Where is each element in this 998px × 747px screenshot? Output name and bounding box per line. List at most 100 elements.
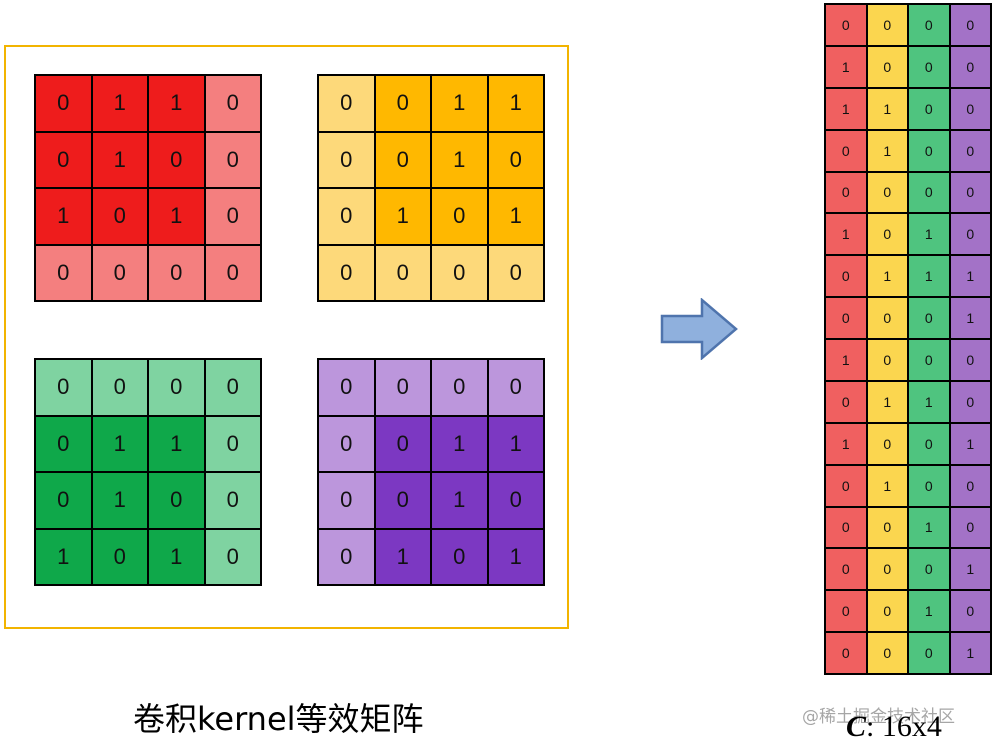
c-matrix-cell: 0	[866, 422, 908, 465]
c-matrix-cell: 0	[908, 171, 950, 214]
kernel-cell: 0	[35, 75, 92, 132]
kernel-cell: 0	[318, 131, 375, 188]
c-matrix-cell: 0	[825, 632, 867, 674]
kernel-cell: 1	[431, 75, 488, 132]
kernel-cell: 1	[431, 472, 488, 529]
c-matrix-cell: 0	[825, 129, 867, 172]
kernel-cell: 0	[148, 472, 205, 529]
kernel-cell: 0	[487, 472, 544, 529]
c-matrix-cell: 0	[949, 464, 991, 507]
c-matrix-cell: 0	[866, 213, 908, 256]
c-matrix-cell: 1	[825, 87, 867, 130]
c-matrix-cell: 0	[908, 464, 950, 507]
kernel-cell: 0	[204, 131, 261, 188]
kernel-cell: 0	[374, 415, 431, 472]
c-matrix-cell: 1	[908, 213, 950, 256]
c-matrix-cell: 0	[949, 380, 991, 423]
c-matrix-cell: 0	[908, 632, 950, 674]
kernel-cell: 1	[35, 188, 92, 245]
kernel-cell: 0	[148, 244, 205, 301]
kernel-cell: 1	[374, 528, 431, 585]
kernel-cell: 0	[318, 75, 375, 132]
kernel-cell: 0	[91, 359, 148, 416]
c-matrix-cell: 1	[866, 464, 908, 507]
c-matrix-cell: 0	[949, 590, 991, 633]
c-matrix-cell: 0	[908, 4, 950, 46]
kernel-cell: 0	[374, 359, 431, 416]
c-matrix-cell: 0	[825, 255, 867, 298]
kernel-cell: 0	[204, 244, 261, 301]
c-matrix-cell: 0	[949, 45, 991, 88]
kernel-cell: 1	[431, 131, 488, 188]
kernel-cell: 0	[374, 131, 431, 188]
watermark: @稀土掘金技术社区	[802, 707, 955, 727]
kernel-cell: 0	[431, 244, 488, 301]
c-matrix-cell: 0	[908, 297, 950, 339]
kernel-cell: 0	[91, 528, 148, 585]
c-matrix-cell: 0	[949, 506, 991, 549]
c-matrix-label: C: 16x4	[846, 710, 942, 744]
c-matrix-cell: 0	[908, 45, 950, 88]
kernel-cell: 0	[431, 359, 488, 416]
c-matrix-cell: 0	[866, 548, 908, 591]
c-matrix-cell: 1	[866, 129, 908, 172]
c-matrix-cell: 0	[825, 464, 867, 507]
kernel-cell: 0	[148, 359, 205, 416]
kernel-cell: 0	[204, 188, 261, 245]
c-matrix-cell: 1	[949, 548, 991, 591]
kernel-cell: 0	[318, 528, 375, 585]
c-matrix-cell: 0	[825, 171, 867, 214]
kernel-cell: 0	[204, 472, 261, 529]
kernel-cell: 0	[431, 188, 488, 245]
kernel-cell: 0	[204, 528, 261, 585]
c-matrix-label-dims: : 16x4	[866, 710, 942, 743]
c-matrix-cell: 0	[908, 548, 950, 591]
kernel-cell: 0	[35, 359, 92, 416]
c-matrix-cell: 0	[866, 590, 908, 633]
kernel-cell: 0	[148, 131, 205, 188]
c-matrix-cell: 1	[825, 213, 867, 256]
kernel-cell: 0	[318, 472, 375, 529]
c-matrix-cell: 0	[825, 548, 867, 591]
c-matrix-cell: 0	[825, 380, 867, 423]
kernel-cell: 1	[148, 188, 205, 245]
c-matrix-cell: 1	[908, 255, 950, 298]
right-arrow-icon	[660, 298, 738, 360]
c-matrix-cell: 1	[866, 255, 908, 298]
c-matrix-cell: 0	[825, 4, 867, 46]
kernel-cell: 1	[148, 75, 205, 132]
kernel-cell: 1	[35, 528, 92, 585]
kernel-cell: 1	[487, 528, 544, 585]
kernel-cell: 0	[374, 244, 431, 301]
c-matrix-cell: 1	[949, 297, 991, 339]
c-matrix-cell: 1	[866, 380, 908, 423]
c-matrix-cell: 0	[866, 45, 908, 88]
kernel-cell: 1	[374, 188, 431, 245]
c-matrix-cell: 1	[825, 45, 867, 88]
kernel-group-frame	[4, 45, 569, 629]
c-matrix-cell: 0	[949, 339, 991, 381]
kernel-cell: 0	[204, 75, 261, 132]
c-matrix-cell: 0	[908, 129, 950, 172]
kernel-cell: 1	[487, 188, 544, 245]
kernel-cell: 0	[487, 244, 544, 301]
c-matrix-cell: 0	[866, 297, 908, 339]
kernel-cell: 0	[374, 75, 431, 132]
c-matrix-cell: 0	[949, 4, 991, 46]
kernel-cell: 0	[35, 472, 92, 529]
c-matrix-cell: 0	[866, 171, 908, 214]
kernel-cell: 0	[91, 188, 148, 245]
c-matrix-cell: 0	[866, 4, 908, 46]
kernel-cell: 1	[148, 415, 205, 472]
c-matrix-label-var: C	[846, 710, 867, 743]
c-matrix-cell: 0	[825, 590, 867, 633]
caption: 卷积kernel等效矩阵	[133, 700, 424, 738]
c-matrix-cell: 0	[908, 87, 950, 130]
c-matrix-cell: 1	[949, 255, 991, 298]
c-matrix-cell: 0	[949, 87, 991, 130]
kernel-cell: 0	[374, 472, 431, 529]
c-matrix-cell: 1	[908, 590, 950, 633]
